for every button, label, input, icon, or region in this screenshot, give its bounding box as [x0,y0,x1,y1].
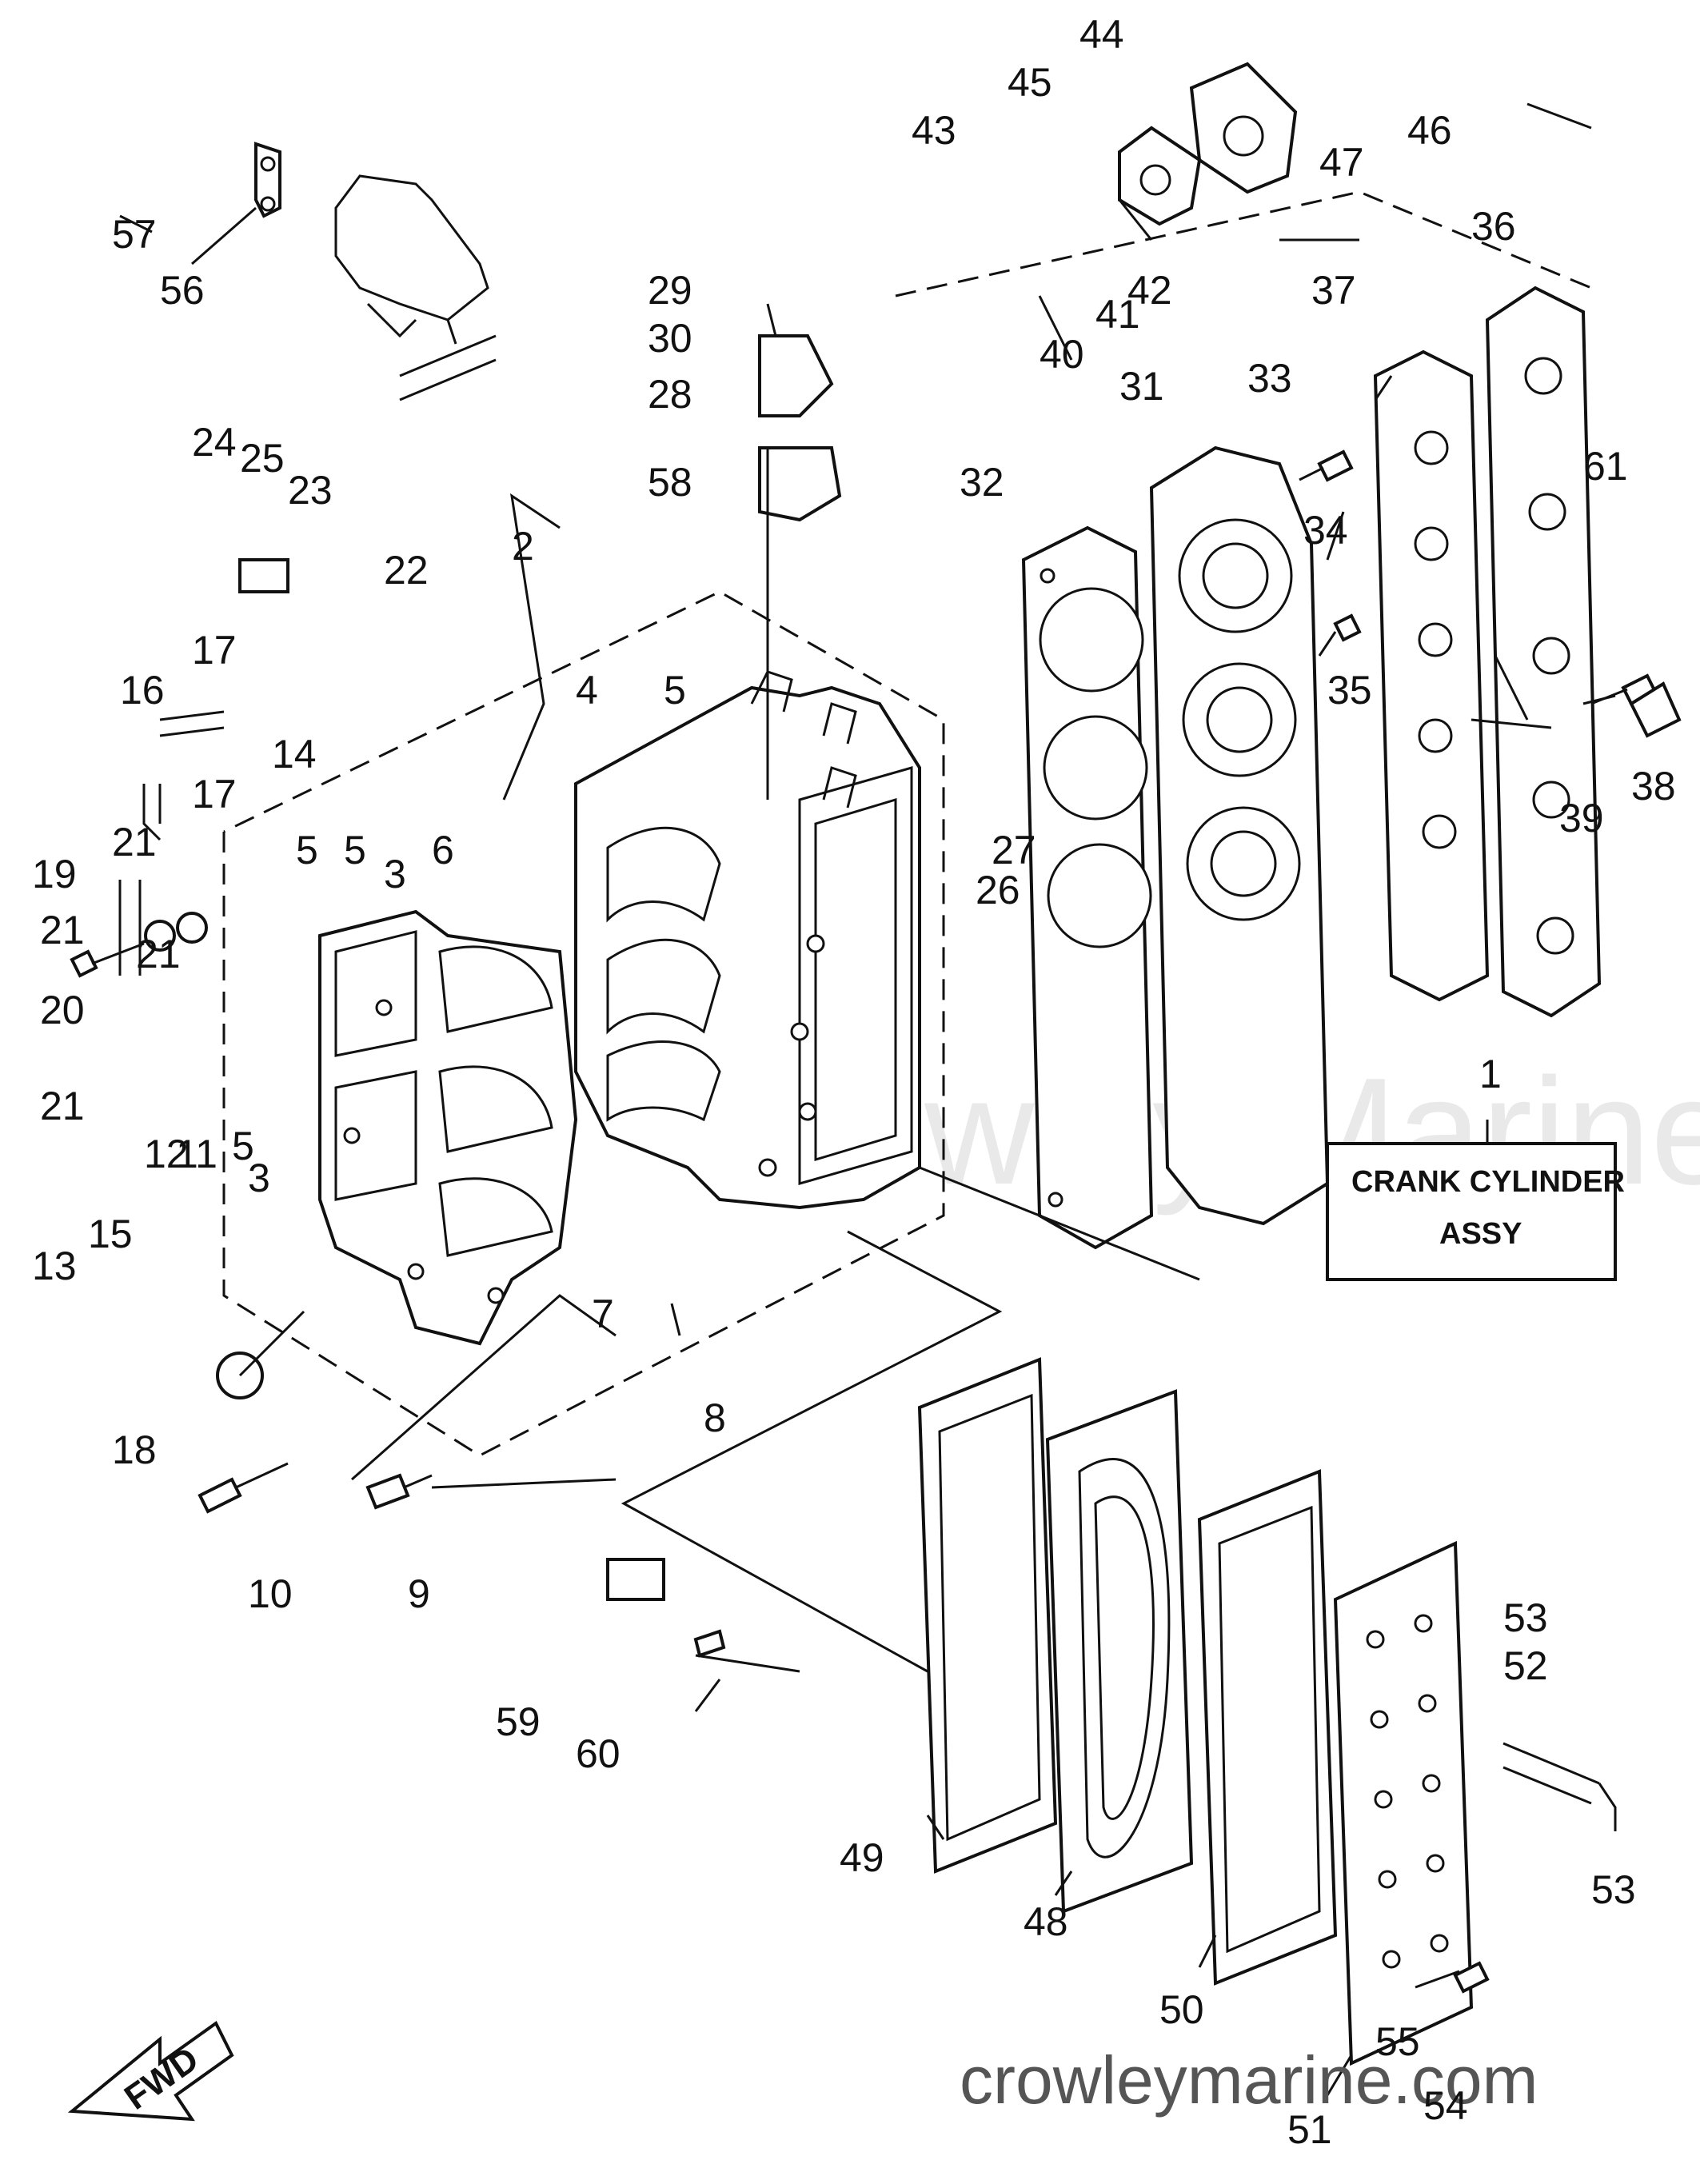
exhaust-gasket-50 [1197,1469,1338,1986]
callout: 17 [192,628,237,673]
title-box: CRANK CYLINDER ASSY [1326,1142,1625,1281]
exhaust-gasket-49 [917,1357,1058,1874]
callout: 25 [240,436,285,481]
callout: 42 [1127,268,1172,313]
callout: 26 [976,868,1020,912]
callout: 49 [840,1835,884,1880]
callout: 6 [432,828,454,872]
thermostat-cover-44 [1118,62,1298,226]
callout: 50 [1159,1987,1204,2032]
callout: 29 [648,268,692,313]
callout: 19 [32,852,77,896]
callout: 33 [1247,356,1292,401]
crankcase-front [318,909,578,1346]
site-url: crowleymarine.com [960,2042,1538,2118]
callout: 8 [704,1395,726,1440]
callout: 44 [1079,12,1124,57]
callout: 20 [40,988,85,1032]
callout: 15 [88,1212,133,1256]
callout: 32 [960,460,1004,505]
crankcase-half [574,670,921,1210]
small-parts [118,334,1617,1831]
callout: 35 [1327,668,1372,713]
callout-labels: 1 2 3 3 4 5 5 5 5 6 7 8 9 10 11 12 13 14… [32,12,1676,2152]
callout: 23 [288,468,333,513]
thermostat-boundary [895,190,1592,297]
callout: 59 [496,1699,541,1744]
callout: 51 [1287,2107,1332,2152]
callout: 61 [1583,444,1628,489]
head-cover-36 [1485,285,1602,1018]
title-box-line2: ASSY [1439,1217,1522,1251]
exhaust-plate-48 [1045,1389,1194,1914]
callout: 54 [1423,2083,1468,2128]
callout: 58 [648,460,692,505]
callout: 11 [176,1132,217,1176]
callout: 38 [1631,764,1676,809]
callout: 40 [1040,332,1084,377]
callout: 57 [112,212,157,257]
title-box-line1: CRANK CYLINDER [1351,1165,1625,1199]
callout: 37 [1311,268,1356,313]
callout: 31 [1119,364,1164,409]
callout: 21 [40,908,85,952]
callout: 48 [1024,1899,1068,1944]
callout: 24 [192,420,237,465]
callout: 56 [160,268,205,313]
callout: 13 [32,1244,77,1288]
callout: 3 [384,852,406,896]
callout: 21 [136,932,181,976]
callout: 9 [408,1571,430,1616]
callout: 22 [384,548,429,593]
callout: 60 [576,1731,621,1776]
assembly-boundary [222,590,945,1457]
callout: 2 [512,524,534,569]
callout: 5 [232,1124,254,1168]
leader-lines [119,102,1616,2096]
callout: 7 [592,1292,614,1336]
callout: 16 [120,668,165,713]
callout: 3 [248,1156,270,1200]
exhaust-cover-51 [1333,1540,1474,2066]
callout: 45 [1008,60,1052,105]
callout: 34 [1303,508,1348,553]
callout: 43 [912,108,956,153]
callout: 53 [1591,1867,1636,1912]
fwd-arrow: FWD [67,2021,234,2122]
callout: 46 [1407,108,1452,153]
callout: 30 [648,316,692,361]
callout: 21 [112,820,157,864]
callout: 5 [296,828,318,872]
cylinder-head-31 [1149,445,1330,1226]
callout: 5 [344,828,366,872]
gasket-37 [1373,349,1490,1002]
callout: 12 [144,1132,189,1176]
callout: 39 [1559,796,1604,840]
callout: 41 [1095,292,1140,337]
callout: 1 [1479,1052,1502,1096]
callout: 21 [40,1084,85,1128]
callout: 17 [192,772,237,817]
callout: 14 [272,732,317,777]
callout: 55 [1375,2019,1420,2064]
bolts [70,449,1682,1994]
callout: 27 [992,828,1036,872]
head-gasket-32 [1021,525,1154,1250]
callout: 47 [1319,140,1364,185]
callout: 52 [1503,1643,1548,1688]
callout: 18 [112,1427,157,1472]
bracket-56 [254,142,489,345]
callout: 53 [1503,1595,1548,1640]
callout: 10 [248,1571,293,1616]
callout: 4 [576,668,598,713]
callout: 28 [648,372,692,417]
callout: 36 [1471,204,1516,249]
callout: 5 [664,668,686,713]
